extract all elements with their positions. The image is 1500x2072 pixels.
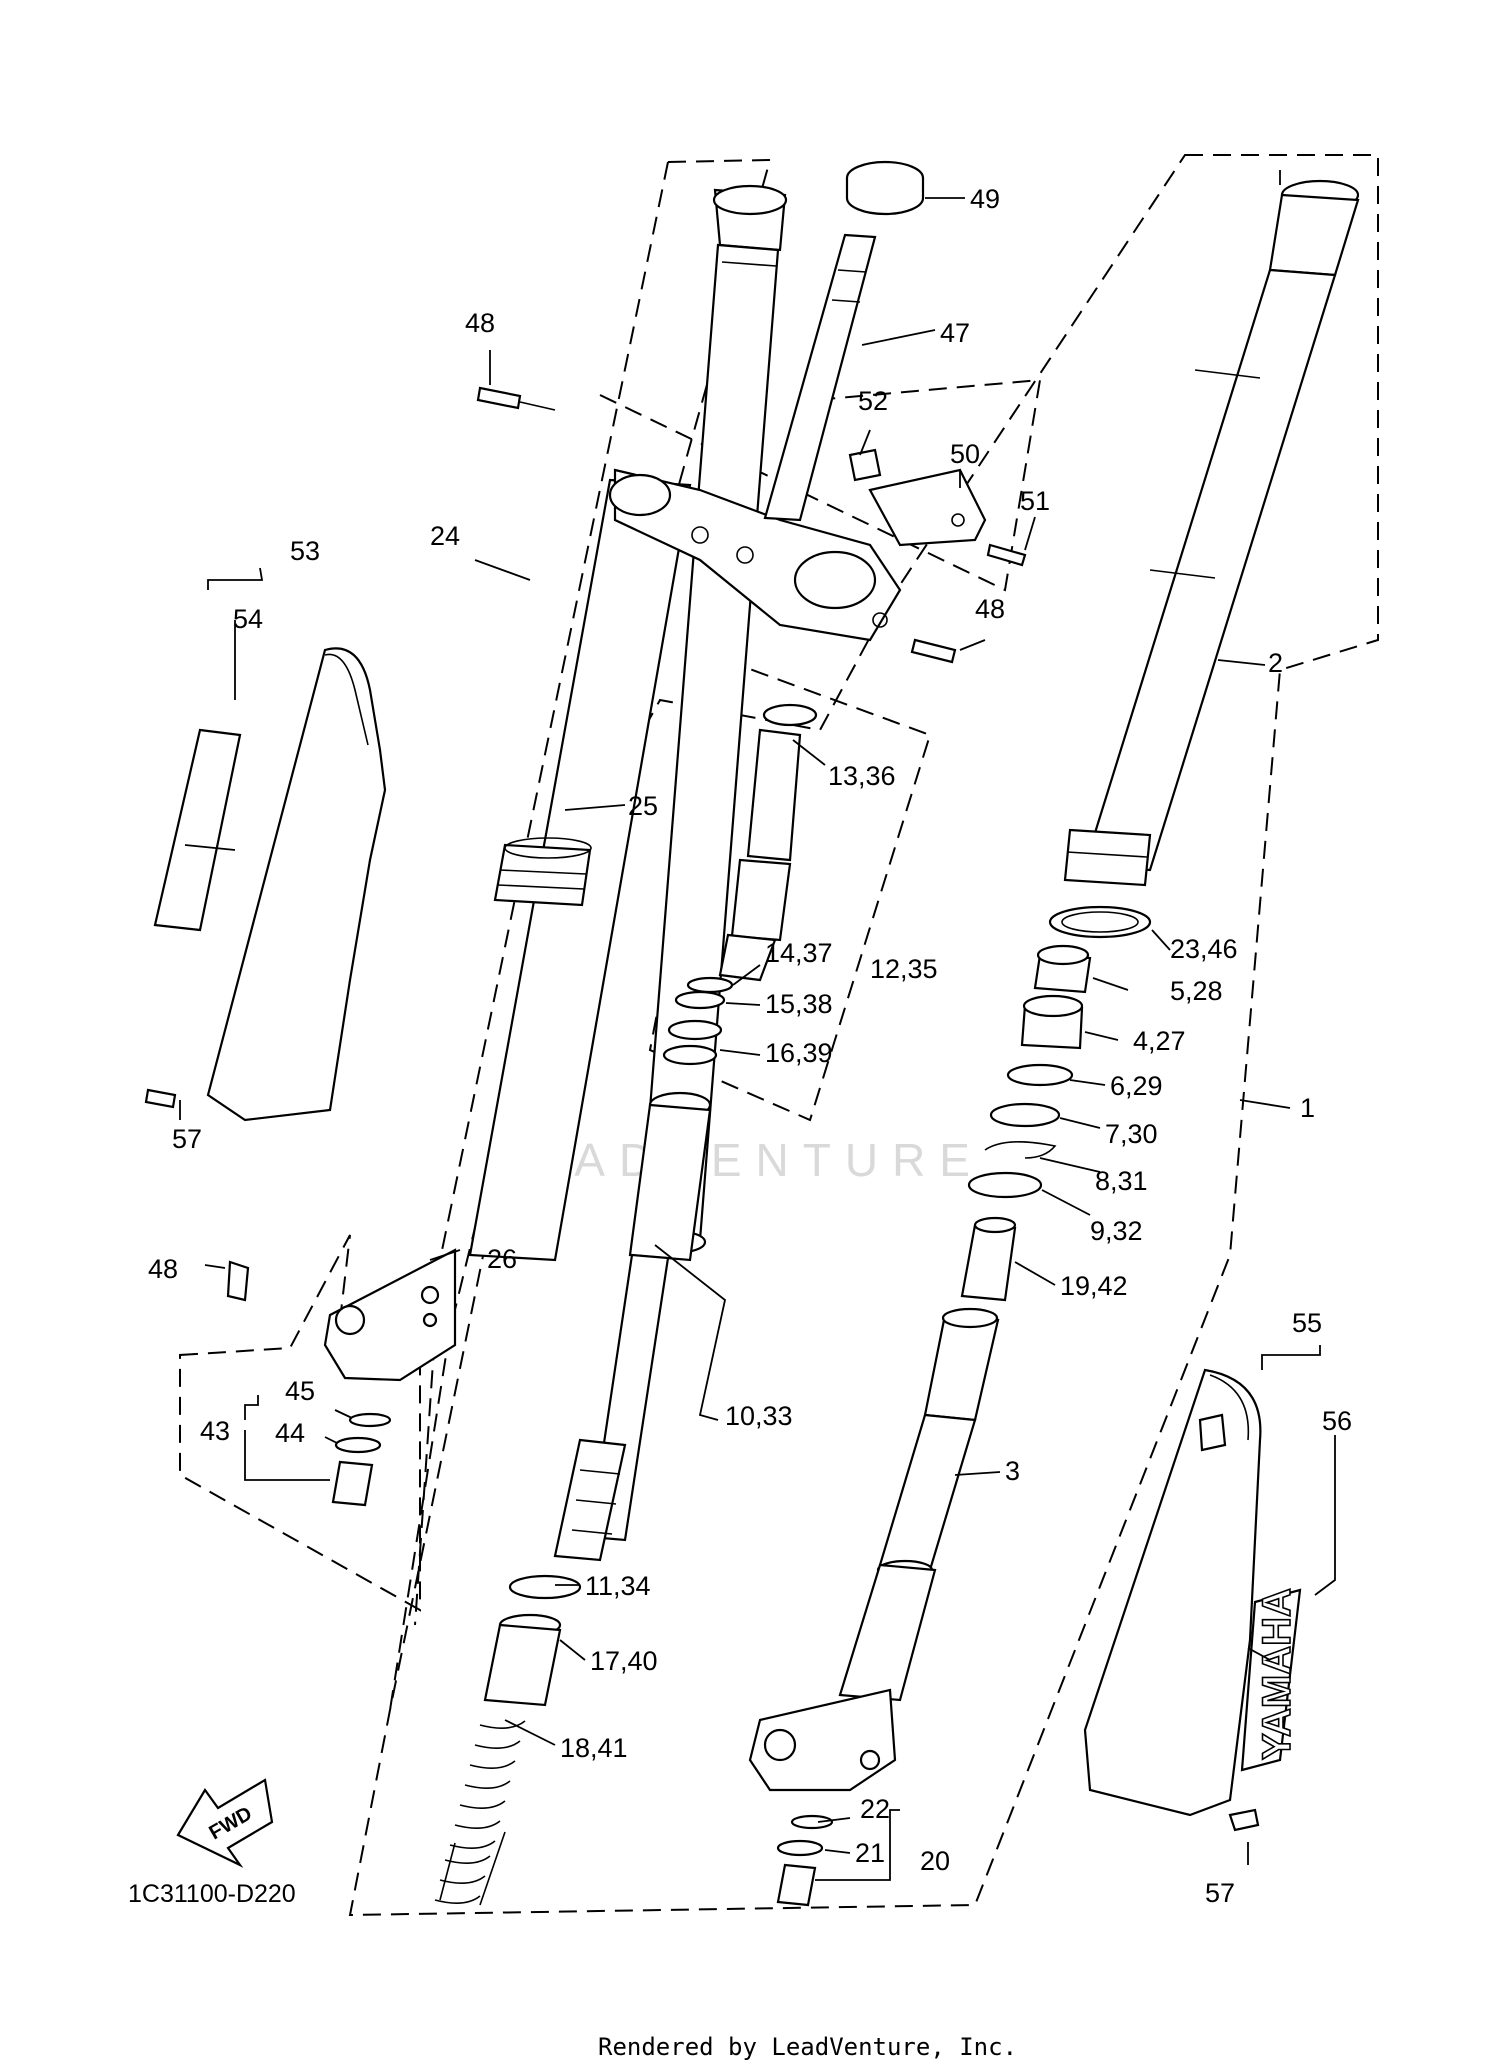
fwd-arrow-icon: FWD bbox=[176, 1778, 274, 1868]
callout-21: 21 bbox=[855, 1838, 885, 1868]
callout-43: 43 bbox=[200, 1416, 230, 1446]
callout-50: 50 bbox=[950, 439, 980, 469]
callout-6-29: 6,29 bbox=[1110, 1071, 1163, 1101]
damper-guide bbox=[960, 1216, 1017, 1302]
callout-48-right: 48 bbox=[975, 594, 1005, 624]
callout-26: 26 bbox=[487, 1244, 517, 1274]
callout-57-left: 57 bbox=[172, 1124, 202, 1154]
callout-52: 52 bbox=[858, 386, 888, 416]
left-fork-protector bbox=[153, 647, 387, 1122]
callout-24: 24 bbox=[430, 521, 460, 551]
callout-5-28: 5,28 bbox=[1170, 976, 1223, 1006]
callout-17-40: 17,40 bbox=[590, 1646, 658, 1676]
callout-18-41: 18,41 bbox=[560, 1733, 628, 1763]
callout-8-31: 8,31 bbox=[1095, 1166, 1148, 1196]
callout-22: 22 bbox=[860, 1794, 890, 1824]
callout-23-46: 23,46 bbox=[1170, 934, 1238, 964]
steering-stem bbox=[763, 233, 877, 522]
callout-14-37: 14,37 bbox=[765, 938, 833, 968]
callout-7-30: 7,30 bbox=[1105, 1119, 1158, 1149]
callout-4-27: 4,27 bbox=[1133, 1026, 1186, 1056]
slide-bushing bbox=[483, 1613, 562, 1707]
callout-11-34: 11,34 bbox=[585, 1571, 651, 1601]
leader-lines bbox=[179, 170, 1336, 1881]
bolts bbox=[144, 386, 1260, 1832]
damper-rod-parts bbox=[662, 703, 818, 1066]
diagram-code: 1C31100-D220 bbox=[128, 1880, 296, 1908]
hose-guide-bracket bbox=[868, 468, 987, 547]
footer-credit: Rendered by LeadVenture, Inc. bbox=[598, 2033, 1017, 2061]
callout-19-42: 19,42 bbox=[1060, 1271, 1128, 1301]
right-axle-bracket bbox=[748, 1563, 937, 1792]
steering-bearing bbox=[845, 160, 925, 216]
callout-54: 54 bbox=[233, 604, 263, 634]
left-drain-parts bbox=[331, 1412, 392, 1507]
callout-44: 44 bbox=[275, 1418, 305, 1448]
callout-45: 45 bbox=[285, 1376, 315, 1406]
callout-47: 47 bbox=[940, 318, 970, 348]
callout-20: 20 bbox=[920, 1846, 950, 1876]
callout-1: 1 bbox=[1300, 1093, 1315, 1123]
o-ring bbox=[508, 1574, 582, 1600]
callout-13-36: 13,36 bbox=[828, 761, 896, 791]
callout-12-35: 12,35 bbox=[870, 954, 938, 984]
callout-48-top: 48 bbox=[465, 308, 495, 338]
left-outer-tube bbox=[468, 478, 692, 1262]
callout-51: 51 bbox=[1020, 486, 1050, 516]
callout-9-32: 9,32 bbox=[1090, 1216, 1143, 1246]
collar bbox=[848, 448, 882, 482]
callout-15-38: 15,38 bbox=[765, 989, 833, 1019]
right-inner-tube bbox=[1063, 179, 1360, 887]
right-seal-stack bbox=[967, 905, 1152, 1199]
left-axle-bracket bbox=[323, 1248, 457, 1382]
callout-10-33: 10,33 bbox=[725, 1401, 793, 1431]
callout-labels: 1 2 3 4,27 5,28 6,29 7,30 8,31 9,32 10,3… bbox=[148, 184, 1352, 1908]
lower-triple-clamp bbox=[608, 468, 902, 642]
damper-cylinder bbox=[553, 1091, 712, 1562]
callout-16-39: 16,39 bbox=[765, 1038, 833, 1068]
callout-57-right: 57 bbox=[1205, 1878, 1235, 1908]
callout-53: 53 bbox=[290, 536, 320, 566]
callout-55: 55 bbox=[1292, 1308, 1322, 1338]
callout-49: 49 bbox=[970, 184, 1000, 214]
fork-spring bbox=[434, 1720, 526, 1906]
callout-48-left: 48 bbox=[148, 1254, 178, 1284]
right-outer-tube bbox=[876, 1307, 1000, 1581]
callout-56: 56 bbox=[1322, 1406, 1352, 1436]
left-inner-tube bbox=[638, 184, 788, 1255]
callout-2: 2 bbox=[1268, 648, 1283, 678]
yamaha-logo-text: YAMAHA bbox=[1255, 1588, 1299, 1760]
callout-25: 25 bbox=[628, 791, 658, 821]
right-drain-parts bbox=[776, 1814, 834, 1907]
callout-3: 3 bbox=[1005, 1456, 1020, 1486]
right-fork-protector: YAMAHA bbox=[1083, 1368, 1302, 1817]
